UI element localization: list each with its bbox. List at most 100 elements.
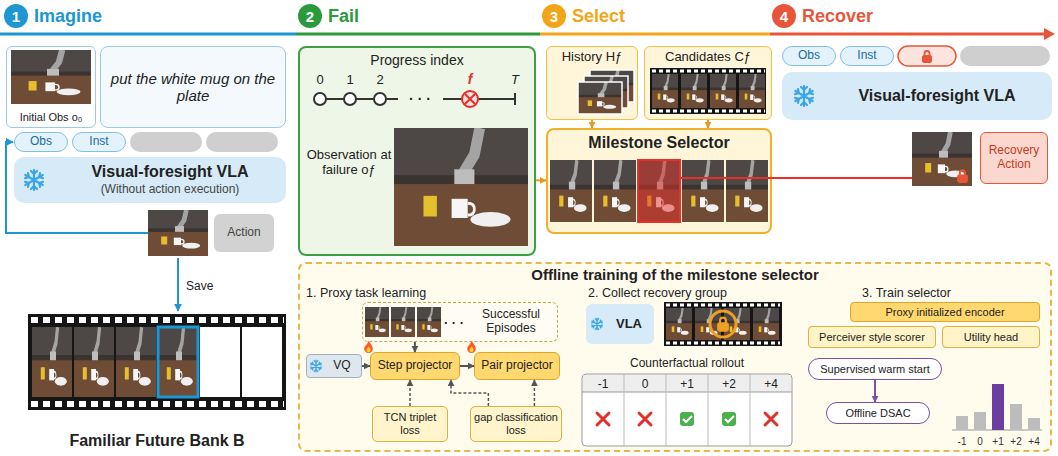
film-strip [28,314,286,410]
failure-panel: Progress indexObservation at failure oƒ [298,46,536,256]
table-cell: +1 [680,377,694,391]
node-text: Visual-foresight VLA [858,87,1015,105]
axis-label: 0 [977,436,983,447]
stage-heading: 4 Recover [772,3,912,29]
label-anchor: 0 [316,70,323,88]
select-art [550,68,912,222]
stage-title: Select [572,6,625,27]
node-text: VQ [333,359,350,373]
label-anchor: +1 [992,431,1003,449]
node-text: (Without action execution) [101,183,240,197]
label-anchor: 0 [977,431,983,449]
section-heading: 2. Collect recovery group [588,286,727,300]
ellipsis: · · · [409,91,431,107]
node-text: Action [227,226,260,240]
label-anchor: · · · [444,313,464,331]
loss-box: TCN triplet loss [372,406,448,442]
axis-label: -1 [958,436,967,447]
stage-timeline [0,28,1055,40]
projector-box: Step projector [370,352,460,380]
training-art [311,302,1042,446]
connector-arrow [414,342,416,352]
node-text: Visual-foresight VLA [91,163,248,181]
label-anchor: Counterfactual rollout [630,353,744,371]
loss-box: gap classification loss [470,406,562,442]
input-token: Inst [840,46,894,66]
selector-block: Milestone Selector [546,128,772,234]
axis-label: +1 [992,436,1003,447]
node-text: Milestone Selector [588,134,729,152]
output-token: Recovery Action [980,132,1048,184]
node-text: Initial Obs o₀ [20,111,83,124]
annotation: Save [186,279,213,293]
node-text: put the white mug on the plate [107,70,279,105]
step-badge: 3 [542,4,566,28]
observation-frame: Initial Obs o₀ [6,46,96,128]
node-text: Successful Episodes [467,308,555,336]
projector-box: Pair projector [474,352,560,380]
label-anchor: +4 [764,374,778,392]
connector-arrow [451,380,488,406]
connector-arrow [591,120,593,128]
connector-arrow [362,365,370,367]
ellipsis: · · · [444,315,464,330]
label-anchor: -1 [598,374,609,392]
table-cell: 0 [642,377,649,391]
input-token: Obs [14,132,68,152]
instruction-box: put the white mug on the plate [100,46,286,128]
node-text: Offline training of the milestone select… [531,266,819,283]
node-text: Perceiver style scorer [819,331,925,344]
input-panel: History Hƒ [546,46,638,120]
label-anchor: +1 [680,374,694,392]
recover-art [795,46,1050,186]
label-anchor: Save [186,276,213,294]
table-caption: Counterfactual rollout [630,356,744,370]
stage-title: Fail [328,6,359,27]
node-text: History Hƒ [562,50,623,65]
label-anchor: 1. Proxy task learning [306,283,426,301]
step-badge: 2 [298,4,322,28]
action-token: Action [214,214,274,252]
table-cell: +2 [722,377,736,391]
connector-arrow [460,365,474,367]
connector-arrow [409,380,411,406]
stage-title: Recover [802,6,873,27]
node-text: Utility head [964,331,1018,344]
label-anchor: 0 [642,374,649,392]
section-heading: 1. Proxy task learning [306,286,426,300]
stage-pill: Supervised warm start [808,358,942,380]
input-token: Inst [72,132,126,152]
stage-heading: 1Imagine [4,3,144,29]
node-text: Inst [89,135,108,149]
label-anchor: +2 [1010,431,1021,449]
progress-axis [314,91,528,246]
node-text: Pair projector [481,359,552,373]
encoder-box: Proxy initialized encoder [850,302,1040,322]
label-anchor: 3. Train selector [862,283,951,301]
node-text: Observation at failure oƒ [306,148,392,178]
stage-pill: Offline DSAC [826,402,930,424]
axis-label: +4 [1028,436,1039,447]
node-text: Obs [798,49,820,63]
section-heading: 3. Train selector [862,286,951,300]
model-block: Visual-foresight VLA (Without action exec… [14,157,286,203]
label-anchor: f [468,70,473,88]
table-cell: -1 [598,377,609,391]
node-text: Obs [30,135,52,149]
encoder-box: VQ [306,354,362,378]
progress-tick: 0 [316,72,323,87]
model-block: VLA [586,304,654,344]
node-text: Proxy initialized encoder [885,306,1004,319]
scorer-box: Perceiver style scorer [808,326,936,348]
step-badge: 4 [772,4,796,28]
memory-bank: Familiar Future Bank B [28,314,286,452]
label-anchor: T [511,70,519,88]
node-text: Progress index [370,52,463,68]
label-anchor: · · · [409,90,431,108]
label-anchor: -1 [958,431,967,449]
connector-arrow [534,380,536,406]
node-text: Offline DSAC [845,407,910,420]
